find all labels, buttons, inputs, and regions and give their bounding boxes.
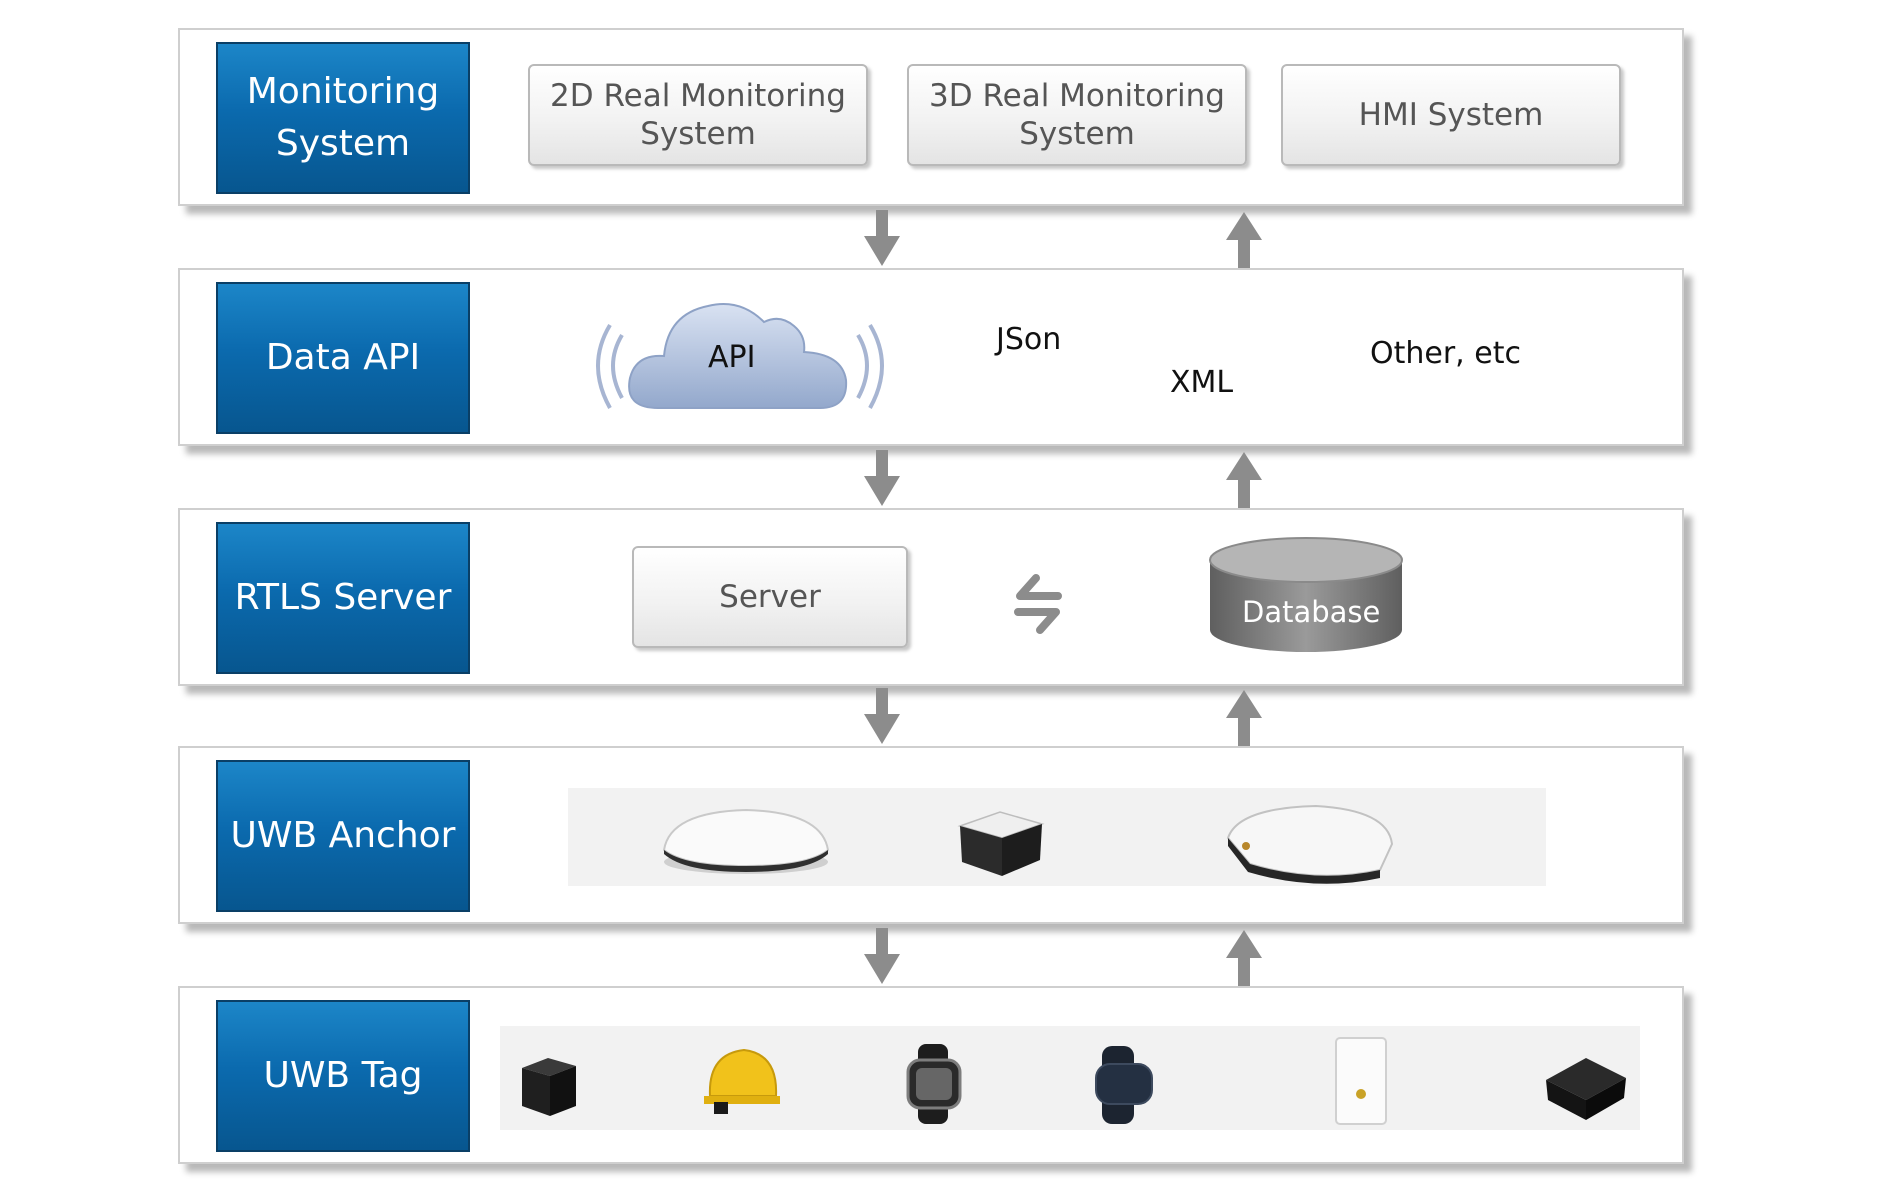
hmi-system-button[interactable]: HMI System — [1281, 64, 1621, 166]
data-api-label: Data API — [216, 282, 470, 434]
helmet-tag-icon — [704, 1048, 780, 1114]
api-cloud-icon — [596, 303, 884, 409]
up-arrow-icon — [1226, 212, 1262, 268]
2d-monitoring-button[interactable]: 2D Real Monitoring System — [528, 64, 868, 166]
card-tag-icon — [1335, 1037, 1387, 1125]
uwb-anchor-layer: UWB Anchor — [178, 746, 1684, 924]
band-tag-icon — [1095, 1046, 1153, 1124]
tag-device-strip — [500, 1026, 1640, 1130]
api-cloud-label: API — [708, 340, 756, 375]
down-arrow-icon — [864, 928, 900, 984]
down-arrow-icon — [864, 210, 900, 266]
up-arrow-icon — [1226, 452, 1262, 508]
3d-monitoring-button[interactable]: 3D Real Monitoring System — [907, 64, 1247, 166]
up-arrow-icon — [1226, 690, 1262, 746]
up-arrow-icon — [1226, 930, 1262, 986]
database-label: Database — [1242, 595, 1381, 629]
cube-tag-icon — [522, 1058, 576, 1116]
monitoring-layer: Monitoring System 2D Real Monitoring Sys… — [178, 28, 1684, 206]
uwb-tag-layer: UWB Tag — [178, 986, 1684, 1164]
monitoring-system-label: Monitoring System — [216, 42, 470, 194]
sync-arrows-icon — [1014, 574, 1062, 634]
database-icon — [1209, 537, 1403, 652]
rtls-server-label: RTLS Server — [216, 522, 470, 674]
xml-format-label: XML — [1170, 365, 1234, 400]
anchor-wide-device-icon — [1226, 804, 1394, 884]
uwb-tag-label: UWB Tag — [216, 1000, 470, 1152]
data-api-layer: Data API API JSon XML Other, etc — [178, 268, 1684, 446]
anchor-box-device-icon — [957, 811, 1045, 876]
down-arrow-icon — [864, 688, 900, 744]
uwb-anchor-label: UWB Anchor — [216, 760, 470, 912]
anchor-dome-device-icon — [662, 808, 830, 874]
other-format-label: Other, etc — [1370, 336, 1521, 371]
rtls-server-layer: RTLS Server Server Database — [178, 508, 1684, 686]
json-format-label: JSon — [996, 322, 1062, 357]
down-arrow-icon — [864, 450, 900, 506]
watch-tag-icon — [906, 1044, 962, 1124]
server-button[interactable]: Server — [632, 546, 908, 648]
puck-tag-icon — [1546, 1058, 1626, 1120]
